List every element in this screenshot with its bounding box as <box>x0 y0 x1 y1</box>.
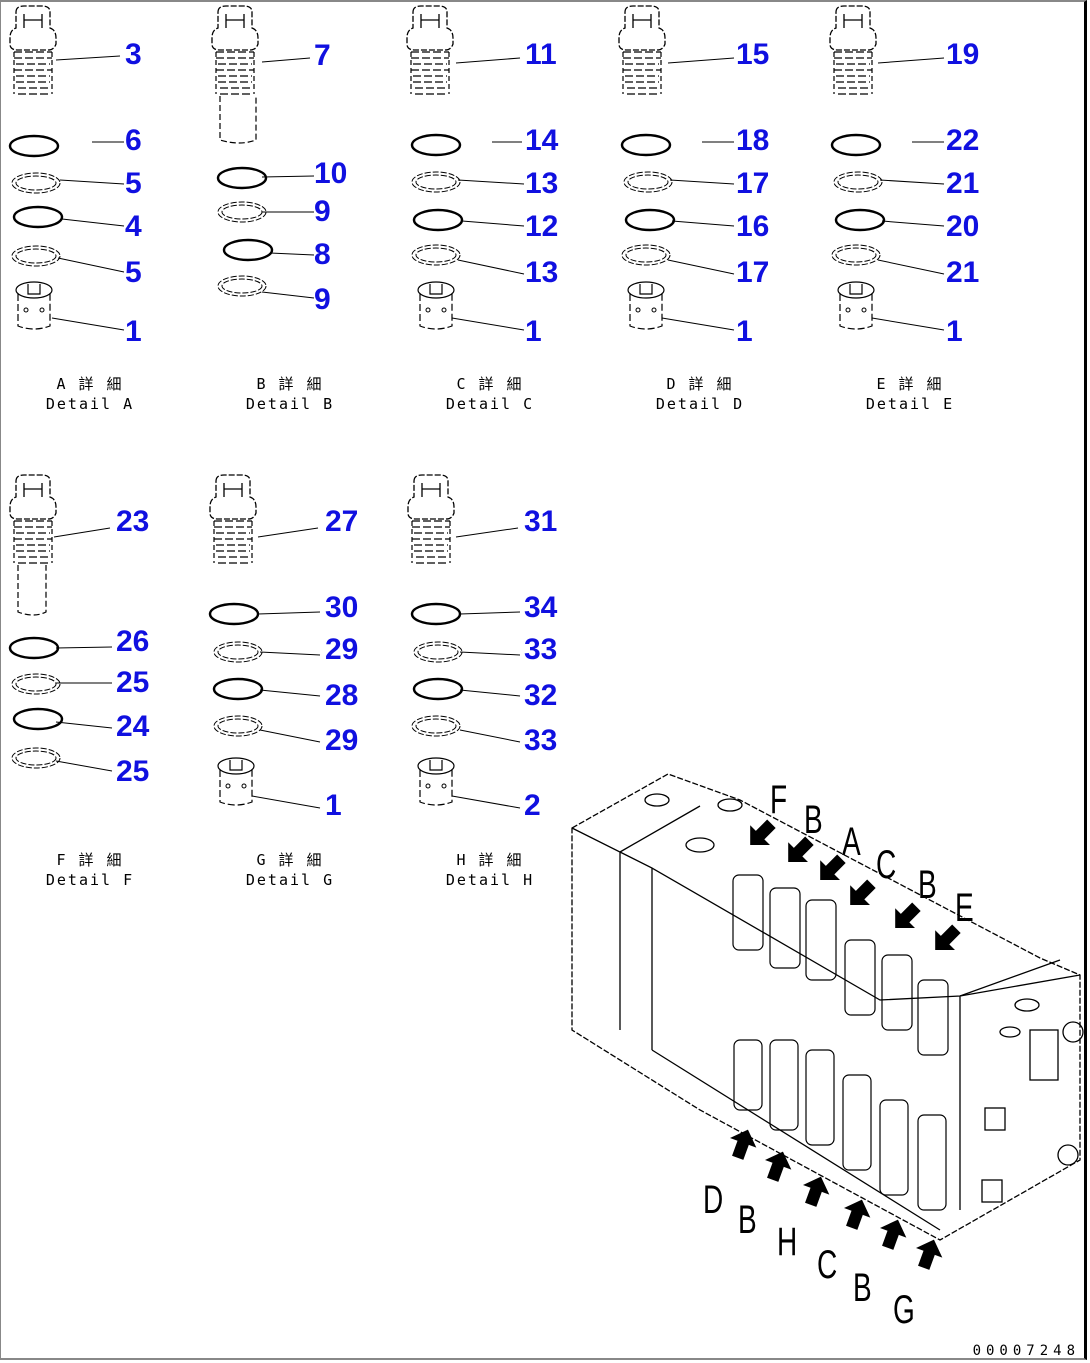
callout-number: 5 <box>125 256 142 289</box>
callout-number: 21 <box>946 167 980 200</box>
callout-number: 1 <box>946 315 963 348</box>
detail-c-drawing <box>406 5 525 331</box>
callout-number: 25 <box>116 755 150 788</box>
callout-number: 27 <box>325 505 359 538</box>
callout-number: 1 <box>325 789 342 822</box>
callout-number: 1 <box>525 315 542 348</box>
callout-number: 29 <box>325 633 359 666</box>
view-label-bottom: D <box>703 1178 724 1222</box>
callout-number: 9 <box>314 195 331 228</box>
callout-number: 1 <box>125 315 142 348</box>
callout-number: 33 <box>524 633 558 666</box>
callout-number: 8 <box>314 238 331 271</box>
callout-number: 17 <box>736 256 770 289</box>
view-label-bottom: C <box>817 1243 838 1287</box>
callout-number: 12 <box>525 210 559 243</box>
callout-number: 15 <box>736 38 770 71</box>
view-label-top: E <box>955 886 974 930</box>
detail-e-drawing <box>829 5 945 331</box>
callout-number: 9 <box>314 283 331 316</box>
control-valve-assembly <box>571 773 1084 1241</box>
callout-number: 10 <box>314 157 348 190</box>
callout-number: 24 <box>116 710 150 743</box>
callout-number: 21 <box>946 256 980 289</box>
view-label-top: B <box>804 798 823 842</box>
view-label-top: B <box>918 863 937 907</box>
callout-number: 18 <box>736 124 770 157</box>
callout-number: 23 <box>116 505 150 538</box>
detail-g-drawing <box>208 474 321 809</box>
callout-number: 17 <box>736 167 770 200</box>
view-label-bottom: B <box>853 1266 872 1310</box>
callout-number: 2 <box>524 789 541 822</box>
detail-d-drawing <box>618 5 735 331</box>
view-label-top: A <box>842 820 861 864</box>
detail-a-drawing <box>8 5 125 331</box>
callout-number: 20 <box>946 210 980 243</box>
detail-f-drawing <box>8 474 113 772</box>
callout-number: 19 <box>946 38 980 71</box>
callout-number: 28 <box>325 679 359 712</box>
callout-number: 26 <box>116 625 150 658</box>
view-label-top: C <box>876 843 897 887</box>
callout-number: 22 <box>946 124 980 157</box>
callout-number: 34 <box>524 591 558 624</box>
callout-number: 6 <box>125 124 142 157</box>
callout-number: 13 <box>525 167 559 200</box>
callout-number: 29 <box>325 724 359 757</box>
callout-number: 14 <box>525 124 559 157</box>
callout-number: 16 <box>736 210 770 243</box>
detail-b-drawing <box>211 5 315 299</box>
view-label-bottom: B <box>738 1198 757 1242</box>
view-label-bottom: H <box>777 1220 798 1264</box>
callout-number: 11 <box>525 38 557 71</box>
callout-number: 7 <box>314 39 331 72</box>
callout-number: 13 <box>525 256 559 289</box>
view-label-top: F <box>770 778 788 822</box>
callout-number: 32 <box>524 679 558 712</box>
callout-number: 4 <box>125 210 142 243</box>
callout-number: 33 <box>524 724 558 757</box>
callout-number: 25 <box>116 666 150 699</box>
callout-number: 3 <box>125 38 142 71</box>
callout-number: 1 <box>736 315 753 348</box>
drawing-code: 00007248 <box>972 1343 1080 1359</box>
detail-h-drawing <box>407 474 521 809</box>
callout-number: 5 <box>125 167 142 200</box>
callout-number: 31 <box>524 505 558 538</box>
callout-number: 30 <box>325 591 359 624</box>
view-label-bottom: G <box>893 1288 915 1332</box>
